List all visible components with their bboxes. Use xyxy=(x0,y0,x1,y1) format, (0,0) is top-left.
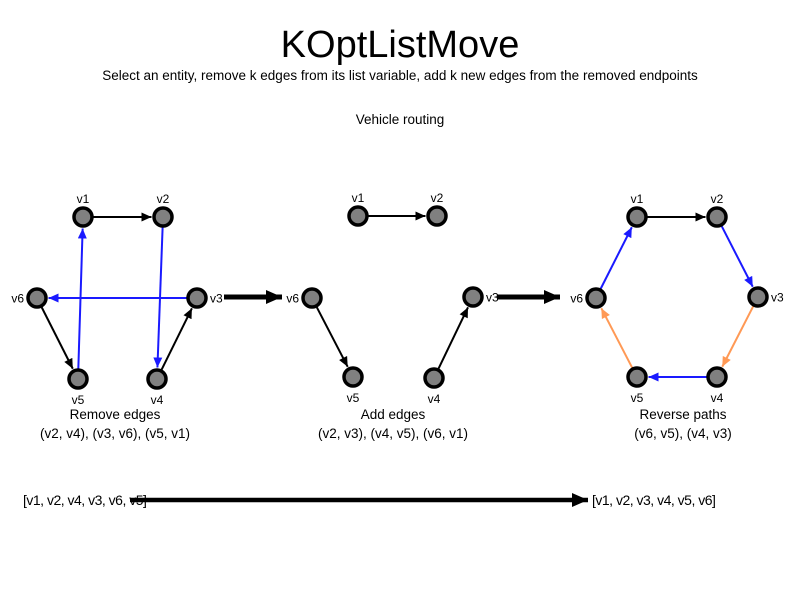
graph2-caption-detail: (v2, v3), (v4, v5), (v6, v1) xyxy=(317,426,469,441)
edge-v6-v5 xyxy=(315,306,349,368)
graph2-node-label-v3: v3 xyxy=(486,291,499,305)
page-title: KOptListMove xyxy=(280,24,520,66)
graph1-caption-detail: (v2, v4), (v3, v6), (v5, v1) xyxy=(39,426,191,441)
edge-v4-v3 xyxy=(437,306,469,369)
graph3-node-v4 xyxy=(706,366,728,388)
graph1-node-label-v3: v3 xyxy=(210,292,223,306)
graph2-node-label-v5: v5 xyxy=(347,391,360,405)
graph3-node-label-v3: v3 xyxy=(771,291,784,305)
graph3-node-label-v5: v5 xyxy=(631,391,644,405)
graph1-node-label-v1: v1 xyxy=(77,192,90,206)
graph3-caption: Reverse paths (v6, v5), (v4, v3) xyxy=(634,405,732,443)
graph3-node-v2 xyxy=(706,206,728,228)
graph1-caption: Remove edges (v2, v4), (v3, v6), (v5, v1… xyxy=(40,405,190,443)
graph3-caption-title: Reverse paths xyxy=(639,407,727,422)
graph2-node-v2 xyxy=(426,205,448,227)
graph2-node-label-v4: v4 xyxy=(428,392,441,406)
graph3-node-v3 xyxy=(747,286,769,308)
graph1-node-v2 xyxy=(152,206,174,228)
graph3-node-label-v2: v2 xyxy=(711,192,724,206)
graph2-node-v6 xyxy=(301,287,323,309)
graph1-node-v5 xyxy=(67,368,89,390)
graph1-node-v6 xyxy=(26,287,48,309)
graph1-node-v1 xyxy=(72,206,94,228)
graph1-node-label-v6: v6 xyxy=(11,292,24,306)
graph3-node-label-v4: v4 xyxy=(711,391,724,405)
graph2-caption-title: Add edges xyxy=(360,407,426,422)
context-label: Vehicle routing xyxy=(355,112,445,127)
sequence-before: [v1, v2, v4, v3, v6, v5] xyxy=(23,492,147,508)
graph2-node-label-v6: v6 xyxy=(286,292,299,306)
edge-v5-v1 xyxy=(77,228,87,369)
graph2-node-v4 xyxy=(423,367,445,389)
graph2-node-v5 xyxy=(342,366,364,388)
sequence-after: [v1, v2, v3, v4, v5, v6] xyxy=(592,492,716,508)
graph1-node-label-v2: v2 xyxy=(157,192,170,206)
graph3-caption-detail: (v6, v5), (v4, v3) xyxy=(634,426,732,441)
graph1-node-label-v5: v5 xyxy=(72,393,85,407)
graph2-caption: Add edges (v2, v3), (v4, v5), (v6, v1) xyxy=(318,405,468,443)
graph3-node-v5 xyxy=(626,366,648,388)
graph3-node-v6 xyxy=(585,287,607,309)
graph1-node-v3 xyxy=(186,287,208,309)
graph1-node-v4 xyxy=(146,368,168,390)
edge-v6-v1 xyxy=(599,226,633,290)
graph2-node-v1 xyxy=(347,205,369,227)
graph2-node-label-v1: v1 xyxy=(352,191,365,205)
graph3-node-v1 xyxy=(626,206,648,228)
edge-v4-v3 xyxy=(160,307,193,371)
page-subtitle: Select an entity, remove k edges from it… xyxy=(102,68,698,83)
graph3-node-label-v1: v1 xyxy=(631,192,644,206)
graph2-node-v3 xyxy=(462,286,484,308)
graph1-caption-title: Remove edges xyxy=(69,407,161,422)
graph3-node-label-v6: v6 xyxy=(570,292,583,306)
edge-v6-v5 xyxy=(40,306,74,370)
graph2-node-label-v2: v2 xyxy=(431,191,444,205)
edge-v2-v3 xyxy=(720,225,754,288)
edge-v3-v4 xyxy=(721,305,755,368)
graph1-node-label-v4: v4 xyxy=(151,393,164,407)
edge-v5-v6 xyxy=(600,307,634,369)
